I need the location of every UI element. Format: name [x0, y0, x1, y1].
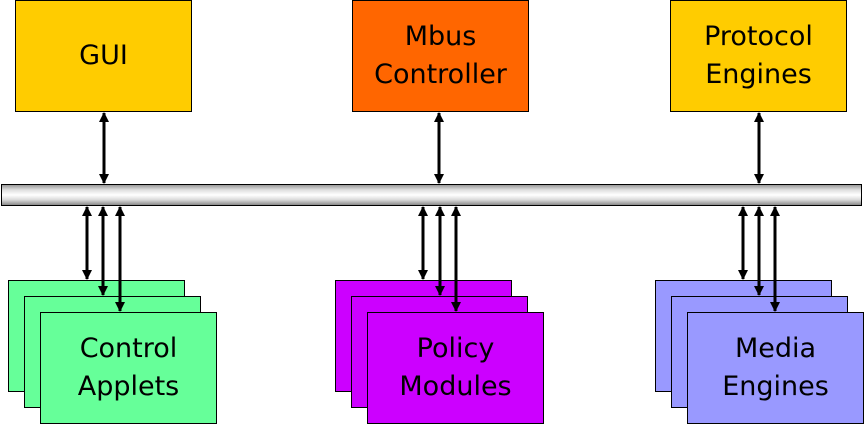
- protocol-engines-label-line1: Protocol: [704, 21, 813, 52]
- media-engines-label-line1: Media: [734, 333, 817, 364]
- policy-modules-label-line2: Modules: [399, 371, 512, 402]
- mbus-controller-label-line1: Mbus: [404, 21, 477, 52]
- control-applets-label-line2: Applets: [77, 371, 180, 402]
- policy-modules-label-line1: Policy: [416, 333, 495, 364]
- protocol-engines-box: Protocol Engines: [670, 0, 847, 112]
- message-bus: [1, 184, 862, 206]
- control-applets-box: Control Applets: [40, 312, 217, 424]
- policy-modules-box: Policy Modules: [367, 312, 544, 424]
- media-engines-box: Media Engines: [687, 312, 864, 424]
- mbus-controller-box: Mbus Controller: [352, 0, 529, 112]
- media-engines-label-line2: Engines: [722, 371, 829, 402]
- gui-label: GUI: [79, 40, 128, 71]
- gui-box: GUI: [15, 0, 192, 112]
- control-applets-label-line1: Control: [79, 333, 178, 364]
- protocol-engines-label-line2: Engines: [705, 59, 812, 90]
- mbus-controller-label-line2: Controller: [374, 59, 507, 90]
